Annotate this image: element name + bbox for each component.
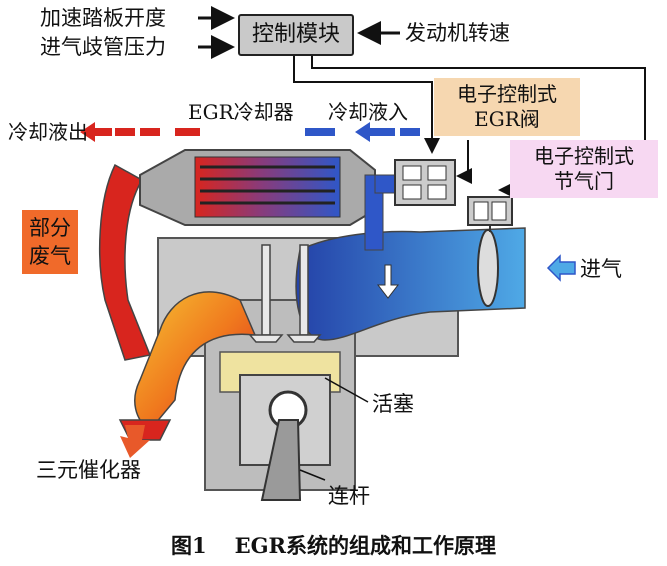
intake-arrow — [546, 254, 576, 282]
throttle-label-line2: 节气门 — [554, 169, 614, 193]
coolant-out-label: 冷却液出 — [8, 120, 88, 144]
egr-valve-label: 电子控制式 EGR阀 — [434, 82, 580, 132]
egr-valve-label-line1: 电子控制式 — [457, 82, 557, 106]
partial-exhaust-label-line1: 部分 — [29, 216, 71, 240]
partial-exhaust-label: 部分 废气 — [22, 214, 78, 270]
figure-number: 图1 — [170, 533, 207, 558]
figure-caption: 图1 EGR系统的组成和工作原理 — [0, 530, 667, 560]
engine-speed-label: 发动机转速 — [405, 21, 510, 45]
figure-title: EGR系统的组成和工作原理 — [234, 533, 497, 558]
engine-valves — [248, 244, 322, 343]
manifold-pressure-label: 进气歧管压力 — [40, 35, 166, 59]
catalytic-converter-label: 三元催化器 — [36, 458, 141, 482]
control-module-box: 控制模块 — [238, 14, 354, 56]
egr-valve — [394, 159, 456, 206]
connecting-rod-label: 连杆 — [328, 484, 370, 508]
egr-cooler — [139, 149, 376, 226]
partial-exhaust-label-line2: 废气 — [29, 244, 71, 268]
egr-valve-label-box — [434, 78, 580, 136]
catalytic-outlet-arrow — [120, 425, 150, 458]
coolant-in-arrows — [305, 122, 420, 142]
intake-label: 进气 — [580, 257, 622, 281]
accelerator-pedal-label: 加速踏板开度 — [40, 6, 166, 30]
input-arrows — [198, 6, 400, 59]
egr-cooler-label: EGR冷却器 — [188, 100, 294, 124]
throttle-actuator — [467, 196, 513, 232]
piston-label: 活塞 — [372, 392, 414, 416]
coolant-out-arrows — [80, 122, 200, 142]
piston-assembly — [239, 374, 331, 501]
egr-valve-label-line2: EGR阀 — [474, 107, 540, 131]
leader-lines — [299, 377, 369, 481]
coolant-in-label: 冷却液入 — [328, 100, 408, 124]
throttle-label-box — [510, 140, 658, 198]
throttle-label: 电子控制式 节气门 — [510, 144, 658, 194]
throttle-label-line1: 电子控制式 — [534, 144, 634, 168]
partial-exhaust-label-box — [22, 210, 78, 274]
